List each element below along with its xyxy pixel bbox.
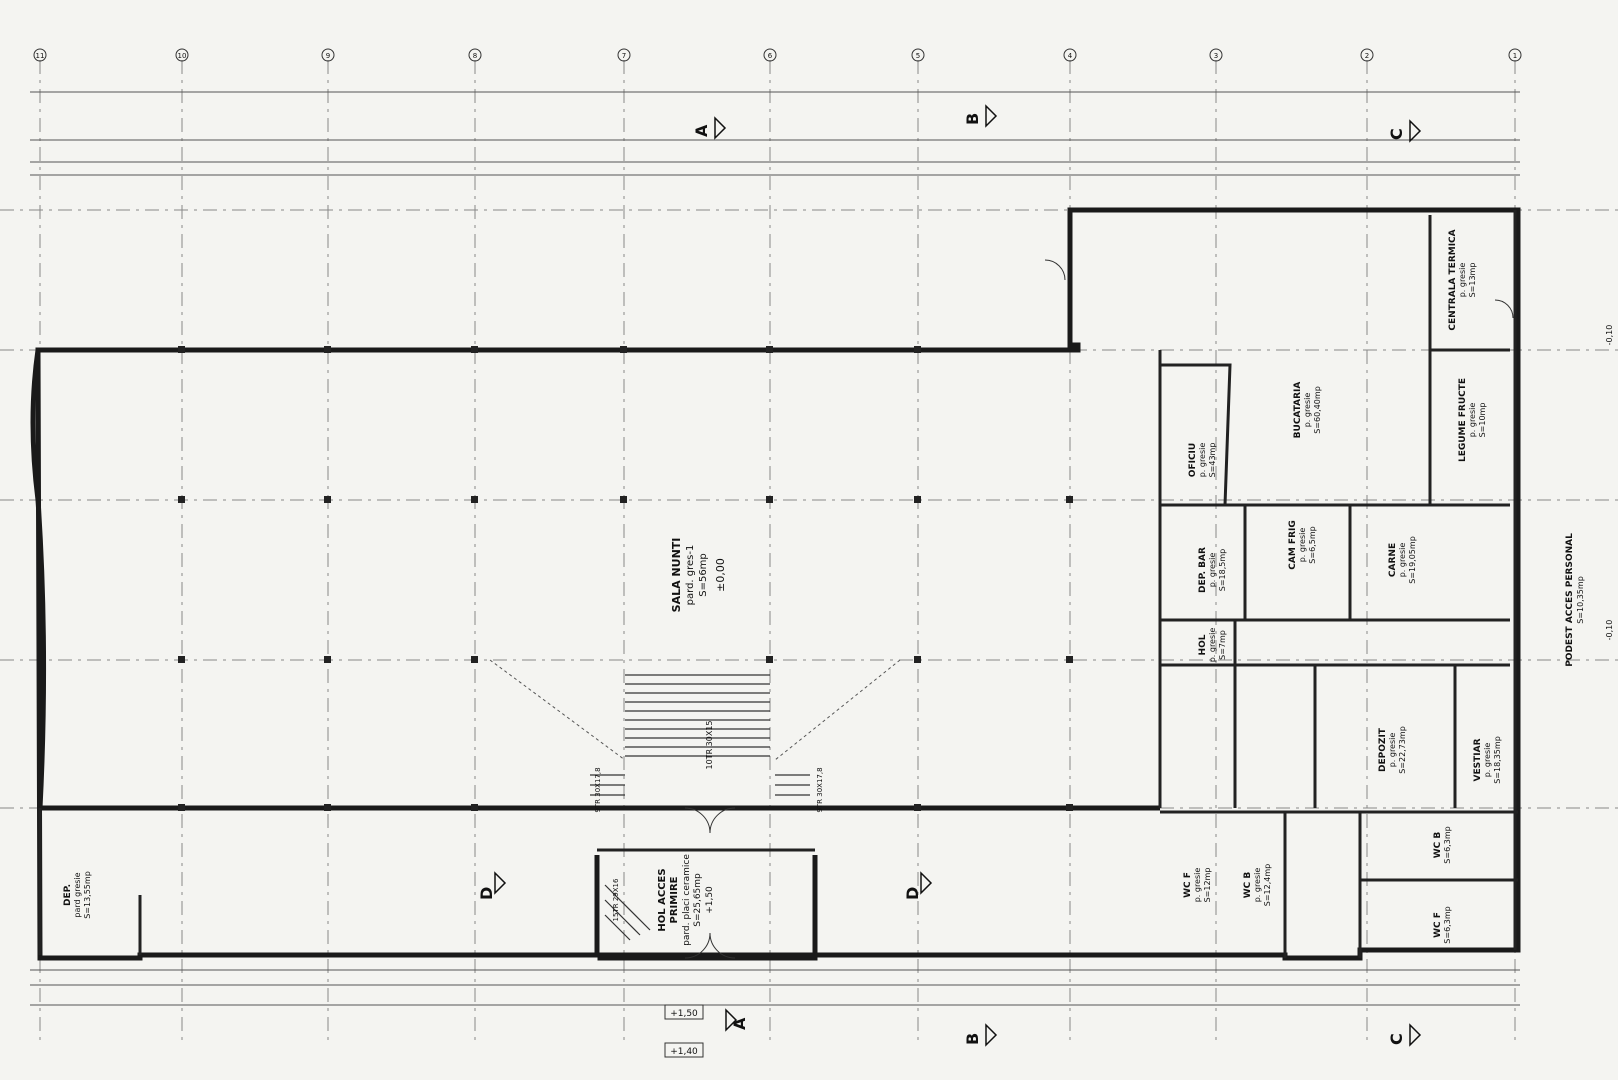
level-entry-high: +1,50 <box>670 1009 698 1019</box>
level-sala-nunti: ±0,00 <box>714 558 727 592</box>
room-area-sala-nunti: S=56mp <box>698 553 709 597</box>
room-floor-legume: p. gresie <box>1468 403 1477 438</box>
room-name-centrala: CENTRALA TERMICA <box>1448 229 1458 330</box>
room-floor-carne: p. gresie <box>1398 543 1407 578</box>
axis-label: 5 <box>916 52 920 60</box>
room-name-oficiu: OFICIU <box>1188 443 1198 477</box>
room-floor-hol-acces: pard. placi ceramice <box>682 854 692 946</box>
room-name-hol-acces: HOL ACCES <box>657 868 668 931</box>
stair-right-label: 9TR 30X17,8 <box>816 767 824 812</box>
room-name-carne: CARNE <box>1388 543 1398 577</box>
room-name-wcb-left: WC B <box>1243 872 1253 899</box>
dimension-lines-bottom <box>30 969 1520 1006</box>
dimension-lines-top <box>30 91 1520 176</box>
level-podest-bottom: -0,10 <box>1605 620 1614 641</box>
axis-label: 6 <box>768 52 773 60</box>
columns <box>178 346 1073 811</box>
room-area-hol: S=7mp <box>1218 630 1227 660</box>
axis-label: 8 <box>473 52 477 60</box>
section-b-bottom: B <box>963 1033 982 1045</box>
axis-label: 4 <box>1068 52 1073 60</box>
room-floor-dep-left: pard gresie <box>73 872 82 917</box>
stair-main-label: 10TR 30X15 <box>705 720 714 769</box>
room-floor-hol: p. gresie <box>1208 628 1217 663</box>
room-area-vestiar: S=18,35mp <box>1493 736 1502 784</box>
room-area-wcb-right: S=6,3mp <box>1443 826 1452 863</box>
room-name-dep-left: DEP. <box>63 884 73 906</box>
door-swings <box>684 259 1514 959</box>
room-name-depozit: DEPOZIT <box>1378 727 1388 772</box>
section-b-top: B <box>963 113 982 125</box>
axis-label: 10 <box>178 52 187 60</box>
room-name-dep-bar: DEP. BAR <box>1198 547 1208 593</box>
room-area-dep-bar: S=18,5mp <box>1218 549 1227 591</box>
room-area-cam-fr: S=6,5mp <box>1308 526 1317 563</box>
room-name-cam-fr: CAM FRIG <box>1288 520 1298 569</box>
room-area-hol-acces: S=25,65mp <box>693 873 703 927</box>
room-name-wcf-right: WC F <box>1433 912 1443 938</box>
room-floor-cam-fr: p. gresie <box>1298 528 1307 563</box>
room-name-bucataria: BUCATARIA <box>1293 382 1303 439</box>
room-name-wcf-left: WC F <box>1183 872 1193 898</box>
room-name-legume: LEGUME FRUCTE <box>1458 378 1468 462</box>
stair-left-label: 9TR 30X17,8 <box>594 767 602 812</box>
section-a-top: A <box>692 124 711 137</box>
walls <box>30 207 1521 961</box>
level-entry-low: +1,40 <box>670 1047 698 1057</box>
room-name-wcb-right: WC B <box>1433 832 1443 859</box>
level-marks: +1,50 +1,40 -0,10 -0,10 <box>664 325 1614 1058</box>
level-hol-acces: +1,50 <box>705 886 715 914</box>
room-area-wcb-left: S=12,4mp <box>1263 864 1272 906</box>
section-d-right: D <box>903 887 922 900</box>
section-d-left: D <box>477 887 496 900</box>
room-area-podest: S=10,35mp <box>1576 576 1585 624</box>
room-name-vestiar: VESTIAR <box>1473 738 1483 781</box>
room-area-depozit: S=22,73mp <box>1398 726 1407 774</box>
room-area-dep-left: S=13,55mp <box>83 871 92 919</box>
room-area-wcf-left: S=12mp <box>1203 868 1212 903</box>
axis-label: 2 <box>1365 52 1369 60</box>
room-floor-wcf-left: p. gresie <box>1193 868 1202 903</box>
room-floor-bucataria: p. gresie <box>1303 393 1312 428</box>
stair-hol-label: 15TR 29X16 <box>612 878 620 921</box>
axis-label: 9 <box>326 52 330 60</box>
room-floor-depozit: p. gresie <box>1388 733 1397 768</box>
section-c-bottom: C <box>1387 1033 1406 1045</box>
axis-label: 7 <box>622 52 626 60</box>
stair-labels: 10TR 30X15 9TR 30X17,8 9TR 30X17,8 15TR … <box>594 720 824 921</box>
room-labels: SALA NUNTI pard. gres-1 S=56mp ±0,00 HOL… <box>63 229 1585 946</box>
axis-numbers: 11 10 9 8 7 6 5 4 3 2 1 <box>33 48 1522 62</box>
room-name-podest: PODEST ACCES PERSONAL <box>1565 533 1575 667</box>
room-floor-wcb-left: p. gresie <box>1253 868 1262 903</box>
room-sub-hol-acces: PRIMIRE <box>669 876 680 923</box>
room-area-wcf-right: S=6,3mp <box>1443 906 1452 943</box>
axis-label: 1 <box>1513 52 1517 60</box>
room-floor-dep-bar: p. gresie <box>1208 553 1217 588</box>
grid-lines <box>0 60 1618 1040</box>
room-floor-sala-nunti: pard. gres-1 <box>685 545 696 606</box>
level-podest-top: -0,10 <box>1605 325 1614 346</box>
room-area-carne: S=19,05mp <box>1408 536 1417 584</box>
axis-label: 3 <box>1214 52 1218 60</box>
room-area-oficiu: S=43mp <box>1208 443 1217 478</box>
room-name-sala-nunti: SALA NUNTI <box>670 538 683 613</box>
room-floor-centrala: p. gresie <box>1458 263 1467 298</box>
section-c-top: C <box>1387 128 1406 140</box>
section-markers: A B C A B C D D <box>477 104 1422 1047</box>
room-area-legume: S=10mp <box>1478 403 1487 438</box>
room-floor-oficiu: p. gresie <box>1198 443 1207 478</box>
room-area-bucataria: S=60,40mp <box>1313 386 1322 434</box>
room-floor-vestiar: p. gresie <box>1483 743 1492 778</box>
axis-label: 11 <box>36 52 45 60</box>
room-area-centrala: S=13mp <box>1468 263 1477 298</box>
hol-stairs <box>604 884 651 941</box>
room-name-hol: HOL <box>1198 634 1208 655</box>
main-stairs <box>489 659 901 796</box>
